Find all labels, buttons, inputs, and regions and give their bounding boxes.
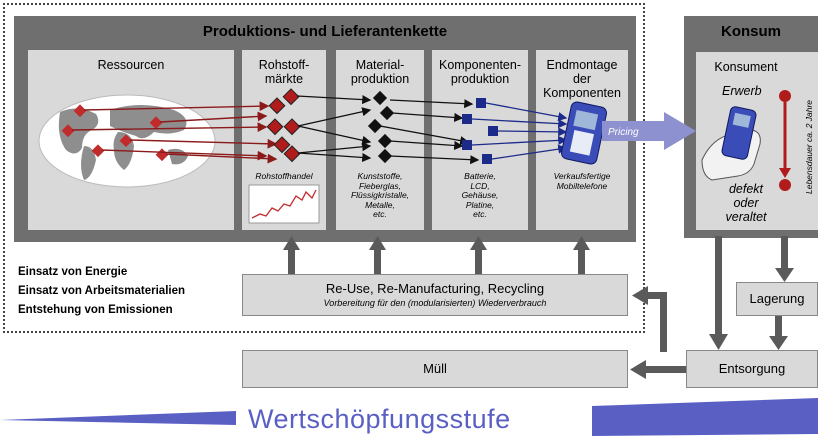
stage-note: Batterie, LCD, Gehäuse, Platine, etc. <box>461 171 499 219</box>
production-chain-title: Produktions- und Lieferantenkette <box>202 23 448 40</box>
stage-title: Ressourcen <box>97 58 165 72</box>
stage-title: Material- produktion <box>350 58 410 86</box>
recycling-title: Re-Use, Re-Manufacturing, Recycling <box>325 281 545 296</box>
stage-komponentenproduktion: Komponenten- produktion Batterie, LCD, G… <box>432 50 528 230</box>
konsum-title: Konsum <box>721 23 781 40</box>
stage-note: Rohstoffhandel <box>255 171 313 181</box>
gray-flow-arrows <box>283 236 794 379</box>
recycling-box: Re-Use, Re-Manufacturing, Recycling Vorb… <box>242 274 628 316</box>
pricing-arrow: Pricing <box>602 112 696 150</box>
rohstoff-diamonds <box>266 88 301 163</box>
recycling-subtitle: Vorbereitung für den (modularisierten) W… <box>323 298 547 308</box>
side-notes: Einsatz von Energie Einsatz von Arbeitsm… <box>18 263 185 320</box>
konsument-label: Konsument <box>714 60 778 74</box>
note-emissionen: Entstehung von Emissionen <box>18 304 173 316</box>
consumer-hand-phone-icon <box>701 106 761 181</box>
entsorgung-box: Entsorgung <box>686 350 818 388</box>
material-flow-arrows <box>296 95 372 162</box>
world-map-icon <box>38 94 216 188</box>
lagerung-box: Lagerung <box>736 282 818 316</box>
stage-title: Komponenten- produktion <box>438 58 521 86</box>
component-squares <box>462 98 498 164</box>
component-flow-arrows <box>379 99 480 165</box>
stage-note: Kunststoffe, Fieberglas, Flüssigkristall… <box>350 171 410 219</box>
pricing-label: Pricing <box>608 127 639 138</box>
lifetime-arrow <box>779 90 791 191</box>
assembly-flow-arrows <box>471 102 568 160</box>
defekt-label: defekt oder veraltet <box>725 182 767 224</box>
mobile-phone-icon <box>560 101 608 165</box>
note-arbeitsmaterialien: Einsatz von Arbeitsmaterialien <box>18 285 186 297</box>
stage-title: Endmontage der Komponenten <box>543 58 621 100</box>
wertschoepfung-banner <box>0 398 818 436</box>
stage-title: Rohstoff- märkte <box>258 58 310 86</box>
banner-label: Wertschöpfungsstufe <box>248 404 511 434</box>
muell-box: Müll <box>242 350 628 388</box>
resource-flow-arrows <box>71 101 278 164</box>
rohstoffhandel-chart <box>248 184 320 224</box>
erwerb-label: Erwerb <box>722 84 762 98</box>
material-diamonds <box>367 90 395 164</box>
stage-note: Verkaufsfertige Mobiltelefone <box>553 171 611 191</box>
note-energie: Einsatz von Energie <box>18 266 128 278</box>
